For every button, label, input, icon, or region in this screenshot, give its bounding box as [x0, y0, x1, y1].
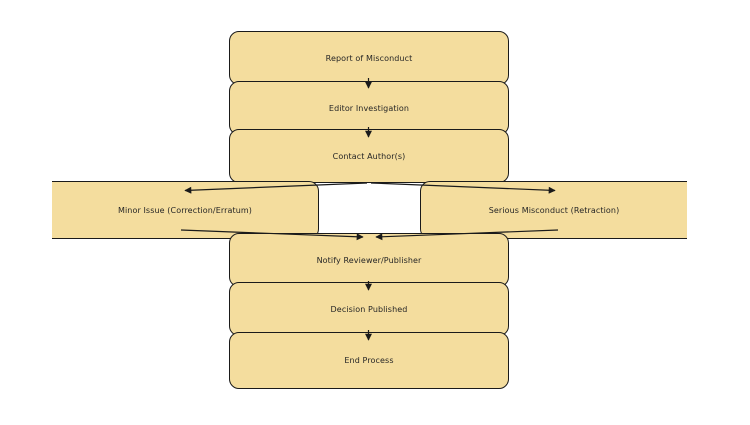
- node-label: Editor Investigation: [328, 103, 410, 113]
- node-label: Notify Reviewer/Publisher: [316, 255, 422, 265]
- node-label: Minor Issue (Correction/Erratum): [117, 205, 253, 215]
- node-report-of-misconduct: Report of Misconduct: [229, 31, 509, 85]
- node-serious-misconduct-branch: Serious Misconduct (Retraction): [420, 181, 687, 239]
- node-minor-issue-branch: Minor Issue (Correction/Erratum): [52, 181, 319, 239]
- node-editor-investigation: Editor Investigation: [229, 81, 509, 135]
- node-end-process: End Process: [229, 332, 509, 389]
- node-label: Decision Published: [330, 304, 408, 314]
- node-label: Contact Author(s): [332, 151, 406, 161]
- node-notify-reviewer-publisher: Notify Reviewer/Publisher: [229, 233, 509, 287]
- node-label: Report of Misconduct: [325, 53, 413, 63]
- node-label: Serious Misconduct (Retraction): [488, 205, 620, 215]
- node-label: End Process: [344, 356, 394, 365]
- node-decision-published: Decision Published: [229, 282, 509, 336]
- node-contact-authors: Contact Author(s): [229, 129, 509, 183]
